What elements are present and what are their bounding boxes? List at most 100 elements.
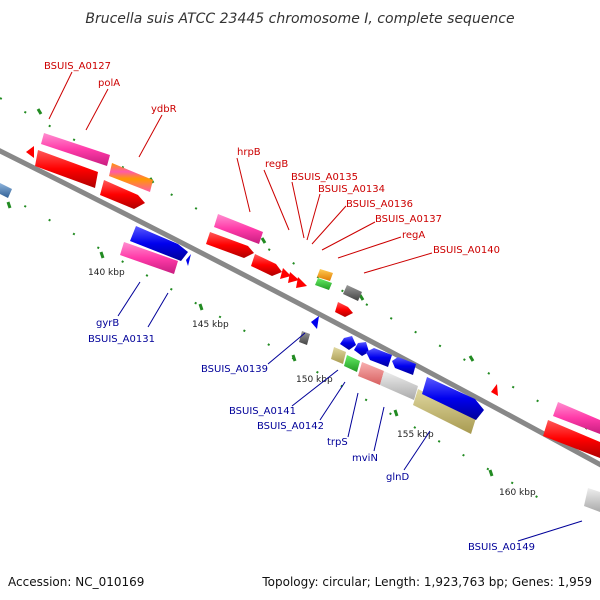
- label-bsuis-a0141: BSUIS_A0141: [229, 406, 296, 417]
- feature-blue-arrow-e: [422, 377, 484, 420]
- label-mvin: mviN: [352, 453, 378, 464]
- leader-bsuis-a0139: [267, 332, 306, 365]
- feature-lightgray-right-edge: [584, 488, 600, 512]
- reverse-leaders: [117, 281, 583, 542]
- leader-bsuis-a0137: [321, 221, 376, 251]
- label-bsuis-a0137: BSUIS_A0137: [375, 214, 442, 225]
- label-gyrb: gyrB: [96, 318, 119, 329]
- features: [0, 133, 600, 512]
- feature-regb: [251, 254, 282, 276]
- major-tick: [358, 294, 365, 301]
- label-regb: regB: [265, 159, 288, 170]
- inner-tick-row: [0, 191, 561, 511]
- label-rega: regA: [402, 230, 425, 241]
- leader-bsuis-a0140: [363, 252, 433, 274]
- feature-blue-arrow-d: [392, 357, 416, 375]
- feature-bsuis-a0137: [317, 269, 333, 281]
- major-tick: [291, 354, 297, 362]
- feature-bsuis-a0141: [331, 347, 346, 364]
- feature-blue-small-arrow-1: [186, 254, 191, 266]
- leader-bsuis-a0149: [517, 520, 583, 542]
- reverse-labels: gyrB BSUIS_A0131 BSUIS_A0139 BSUIS_A0141…: [88, 318, 535, 553]
- feature-bsuis-a0140: [343, 285, 362, 301]
- feature-bsuis-a0131: [120, 242, 178, 274]
- feature-ydbr: [109, 163, 153, 192]
- label-bsuis-a0139: BSUIS_A0139: [201, 364, 268, 375]
- leader-bsuis-a0136: [311, 205, 347, 245]
- major-tick: [99, 251, 105, 259]
- major-tick: [36, 108, 43, 115]
- feature-bsuis-a0142: [344, 355, 360, 372]
- feature-blue-arrow-c: [366, 348, 392, 367]
- feature-gray-small: [299, 331, 310, 345]
- feature-bsuis-a0139: [311, 316, 319, 329]
- feature-red-small-right: [491, 384, 498, 396]
- feature-red-arrow-3: [335, 302, 353, 317]
- leader-bsuis-a0131: [147, 292, 169, 328]
- label-bsuis-a0135: BSUIS_A0135: [291, 172, 358, 183]
- leader-rega: [337, 236, 402, 259]
- feature-glnd: [413, 389, 476, 434]
- feature-red-arrow-1: [100, 180, 145, 209]
- leader-bsuis-a0141: [291, 369, 339, 407]
- label-glnd: glnD: [386, 472, 409, 483]
- topology-summary-text: Topology: circular; Length: 1,923,763 bp…: [261, 575, 592, 589]
- leader-bsuis-a0134: [306, 193, 321, 241]
- map-title: Brucella suis ATCC 23445 chromosome I, c…: [85, 11, 514, 27]
- feature-bsuis-a0127: [41, 133, 110, 166]
- leader-bsuis-a0127: [48, 71, 73, 120]
- feature-rega: [315, 278, 332, 290]
- feature-red-arrow-2: [206, 232, 254, 258]
- leader-hrpb: [236, 157, 251, 213]
- major-ticks: [6, 108, 494, 477]
- forward-leaders: [48, 71, 433, 274]
- major-tick: [468, 355, 475, 362]
- leader-mvin: [373, 406, 385, 452]
- feature-bsuis-a0134: [288, 272, 299, 283]
- leader-gyrb: [117, 281, 141, 317]
- major-tick: [393, 409, 399, 417]
- feature-red-right-edge: [543, 420, 600, 458]
- chromosome-backbone: [0, 148, 600, 468]
- leader-regb: [263, 169, 290, 231]
- major-tick: [488, 469, 494, 477]
- tick-label-155kbp: 155 kbp: [397, 430, 434, 440]
- major-tick: [260, 237, 267, 244]
- leader-glnd: [403, 430, 431, 471]
- tick-rows: [0, 97, 600, 511]
- tick-labels: 140 kbp 145 kbp 150 kbp 155 kbp 160 kbp: [88, 268, 536, 498]
- feature-magenta-right-edge: [553, 402, 600, 434]
- label-bsuis-a0149: BSUIS_A0149: [468, 542, 535, 553]
- feature-bsuis-a0136: [296, 277, 307, 288]
- outer-tick-row: [0, 97, 600, 437]
- feature-trps: [358, 362, 384, 385]
- feature-gyrb: [130, 226, 188, 261]
- tick-label-140kbp: 140 kbp: [88, 268, 125, 278]
- feature-hrpb: [214, 214, 263, 244]
- major-tick: [198, 303, 204, 311]
- label-bsuis-a0140: BSUIS_A0140: [433, 245, 500, 256]
- feature-bsuis-a0135: [280, 268, 291, 279]
- label-pola: polA: [98, 78, 120, 89]
- label-hrpb: hrpB: [237, 147, 261, 158]
- leader-ydbr: [138, 114, 163, 158]
- label-bsuis-a0134: BSUIS_A0134: [318, 184, 385, 195]
- label-bsuis-a0127: BSUIS_A0127: [44, 61, 111, 72]
- feature-red-arrow-left-edge: [26, 146, 34, 158]
- label-bsuis-a0136: BSUIS_A0136: [346, 199, 413, 210]
- feature-steelblue-left-edge: [0, 183, 12, 198]
- label-bsuis-a0142: BSUIS_A0142: [257, 421, 324, 432]
- major-tick: [6, 201, 12, 209]
- forward-labels: BSUIS_A0127 polA ydbR hrpB regB BSUIS_A0…: [44, 61, 500, 256]
- tick-label-150kbp: 150 kbp: [296, 375, 333, 385]
- feature-blue-arrow-a: [340, 336, 356, 350]
- leader-bsuis-a0142: [319, 381, 346, 421]
- leader-pola: [85, 88, 109, 131]
- tick-label-145kbp: 145 kbp: [192, 320, 229, 330]
- label-trps: trpS: [327, 437, 348, 448]
- feature-pola: [35, 150, 98, 188]
- accession-text: Accession: NC_010169: [8, 575, 144, 589]
- feature-mvin: [380, 371, 418, 400]
- leader-bsuis-a0135: [291, 181, 305, 239]
